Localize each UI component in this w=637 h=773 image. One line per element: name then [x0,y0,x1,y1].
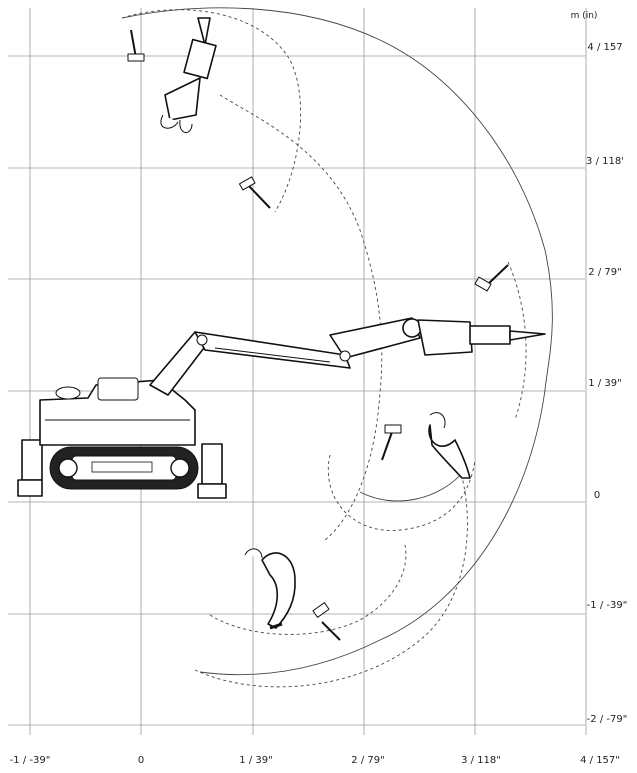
y-tick-label: 3 / 118' [586,156,624,167]
machine-body [39,379,196,446]
chisel-tool-icon [127,29,145,62]
left-outrigger-foot [17,479,43,497]
hammer-tip [509,330,546,341]
upper-arm [329,317,421,359]
y-tick-label: 1 / 39" [588,378,621,389]
hammer-body [469,325,511,345]
y-tick-label: 2 / 79" [588,267,621,278]
y-tick-label: 4 / 157 [587,42,622,53]
lower-reach-arc [194,469,468,688]
boom-cylinder [214,347,331,363]
demolition-robot [17,377,227,499]
left-outrigger [21,439,43,481]
boom-arm [149,317,422,396]
y-tick-label: 0 [594,490,600,501]
chisel-tool-icon [312,602,341,641]
x-tick-label: -1 / -39" [10,755,51,766]
chisel-tool-icons [127,29,509,641]
units-label: m (in) [571,11,598,21]
bucket-icons [244,412,471,630]
y-tick-label: -2 / -79" [587,714,628,725]
breaker-hammer [417,319,546,356]
outer-reach-arc [121,7,553,676]
bucket-arc-lower [327,454,476,531]
chisel-tool-icon [381,424,402,461]
right-outrigger-foot [197,483,227,499]
x-tick-label: 4 / 157" [580,755,620,766]
upper-breaker-body [183,38,217,80]
x-tick-label: 3 / 118" [461,755,501,766]
middle-reach-arc [219,94,383,541]
upper-breaker [160,17,217,133]
chisel-tool-icon [238,176,271,209]
main-boom [194,331,351,369]
grid [8,8,587,735]
bucket-icon [428,412,471,479]
right-outrigger [201,443,223,485]
bucket-icon [244,548,296,630]
chisel-tool-icon [474,264,509,292]
bucket-arc-upper [359,469,466,502]
tank-cap [55,386,81,400]
x-tick-label: 2 / 79" [351,755,384,766]
x-tick-label: 0 [138,755,144,766]
y-tick-label: -1 / -39" [587,600,628,611]
x-tick-label: 1 / 39" [239,755,272,766]
inner-reach-arc [209,544,407,635]
reach-envelopes [121,7,553,688]
upper-tool-arc [121,9,302,213]
cab-block [97,377,139,401]
